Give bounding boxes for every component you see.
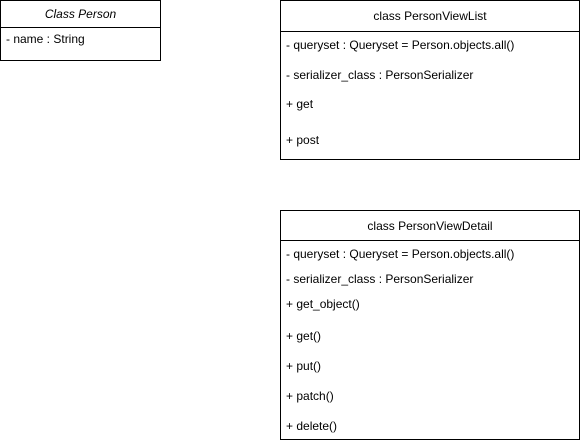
attribute-name: - name : String <box>6 32 85 46</box>
member-queryset: - queryset : Queryset = Person.objects.a… <box>286 38 515 52</box>
class-person-box[interactable]: Class Person - name : String <box>0 0 161 61</box>
method-put: + put() <box>286 359 322 373</box>
method-get: + get <box>286 97 314 111</box>
method-post: + post <box>286 133 320 147</box>
method-delete: + delete() <box>286 419 338 433</box>
method-get: + get() <box>286 329 322 343</box>
class-person-view-list-box[interactable]: class PersonViewList - queryset : Querys… <box>280 0 580 160</box>
method-patch: + patch() <box>286 389 334 403</box>
class-person-view-detail-title: class PersonViewDetail <box>281 211 579 241</box>
member-queryset: - queryset : Queryset = Person.objects.a… <box>286 247 515 261</box>
class-person-view-detail-box[interactable]: class PersonViewDetail - queryset : Quer… <box>280 210 580 440</box>
class-person-view-list-title: class PersonViewList <box>281 1 579 32</box>
class-person-title: Class Person <box>1 1 160 28</box>
member-serializer-class: - serializer_class : PersonSerializer <box>286 68 474 82</box>
method-get-object: + get_object() <box>286 297 360 311</box>
member-serializer-class: - serializer_class : PersonSerializer <box>286 272 474 286</box>
